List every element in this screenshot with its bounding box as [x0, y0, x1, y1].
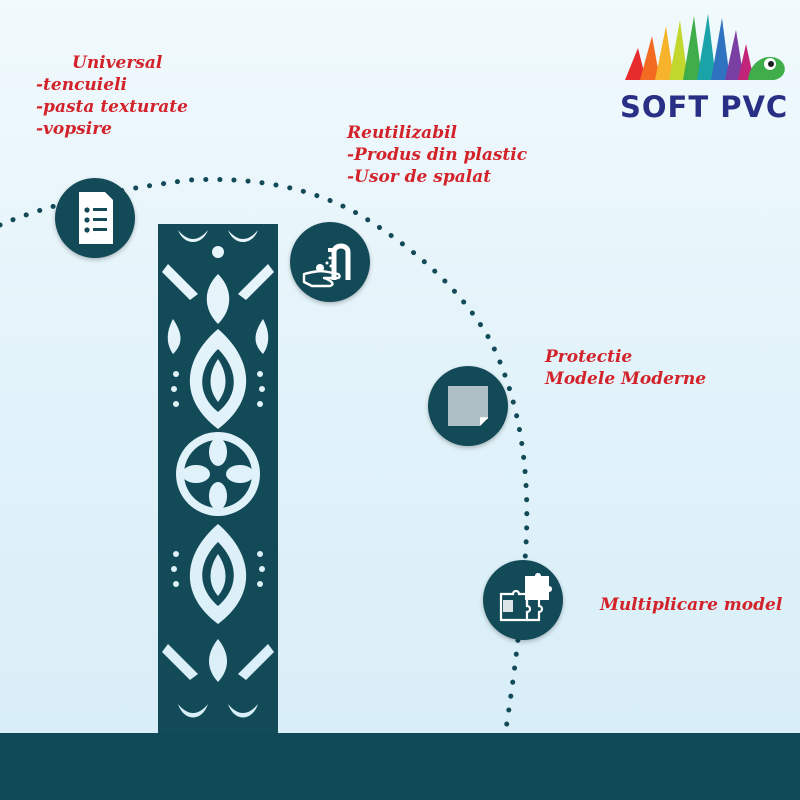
- feature-2-line-1: -Produs din plastic: [347, 145, 528, 165]
- feature-4-text: Multiplicare model: [600, 594, 782, 616]
- brand-logo: [625, 14, 785, 80]
- feature-3-title: Protectie: [545, 347, 633, 367]
- stencil-pattern: [158, 224, 278, 734]
- feature-4-title: Multiplicare model: [600, 595, 783, 615]
- feature-3-text: Protectie Modele Moderne: [545, 346, 706, 390]
- feature-2-line-2: -Usor de spalat: [347, 167, 492, 187]
- feature-1-text: Universal -tencuieli -pasta texturate -v…: [36, 52, 188, 140]
- feature-1-line-1: -tencuieli: [36, 75, 127, 95]
- stencil-sheet-icon: [428, 366, 508, 446]
- feature-1-line-2: -pasta texturate: [36, 97, 188, 117]
- feature-3-line-1: Modele Moderne: [545, 369, 707, 389]
- hand-washing-icon: [290, 222, 370, 302]
- feature-2-text: Reutilizabil -Produs din plastic -Usor d…: [347, 122, 527, 188]
- puzzle-icon: [483, 560, 563, 640]
- document-list-icon: [55, 178, 135, 258]
- feature-1-title: Universal: [72, 53, 163, 73]
- brand-name: SOFT PVC: [620, 90, 789, 124]
- bottom-band: [0, 733, 800, 800]
- feature-1-line-3: -vopsire: [36, 119, 112, 139]
- feature-2-title: Reutilizabil: [347, 123, 458, 143]
